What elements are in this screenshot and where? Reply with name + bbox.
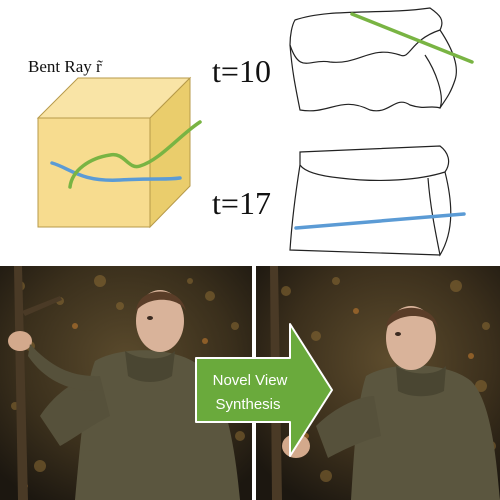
warped-shape-t10 <box>289 7 457 112</box>
novel-view-photo <box>256 266 500 500</box>
input-view-photo <box>0 266 252 500</box>
time-label-t10: t=10 <box>212 53 271 89</box>
bent-ray-label: Bent Ray r̃ <box>28 57 103 76</box>
photo-divider <box>252 266 256 500</box>
warped-shape-t17 <box>289 145 452 257</box>
cube <box>36 76 192 229</box>
straight-ray-t17 <box>294 212 466 230</box>
straight-ray-cube <box>50 161 182 182</box>
bent-ray-t10 <box>350 12 474 64</box>
diagram-panel: Bent Ray r̃ t=10 t=17 <box>28 7 474 257</box>
bent-ray-cube <box>68 120 202 189</box>
time-label-t17: t=17 <box>212 185 271 221</box>
